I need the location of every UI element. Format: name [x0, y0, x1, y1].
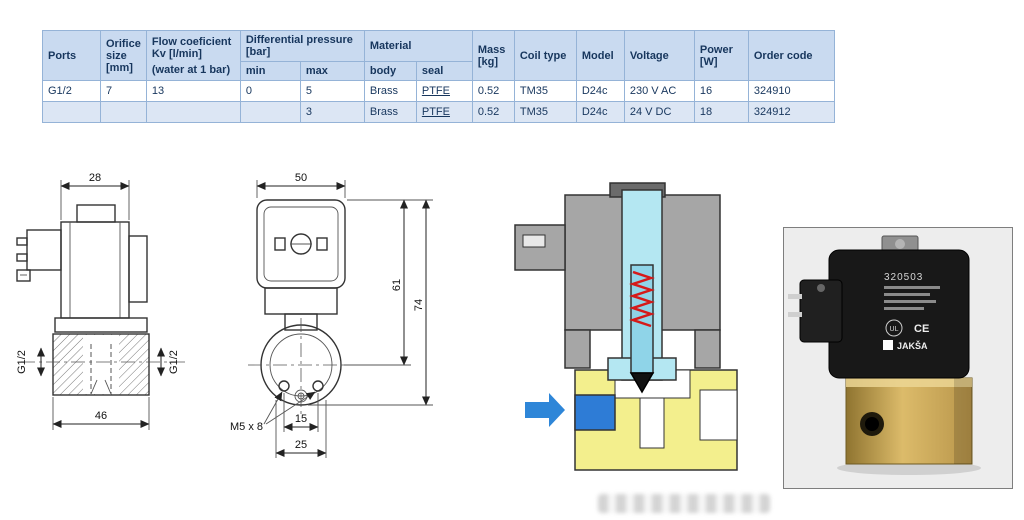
col-header-flow: Flow coeficient Kv [l/min] (water at 1 b…: [145, 30, 241, 81]
dim-label-coil-width: 28: [89, 172, 101, 184]
col-header-order-code: Order code: [747, 30, 835, 81]
side-view-drawing: 50 61: [230, 172, 433, 458]
spring-section: [629, 270, 655, 328]
product-photo: 320503 UL CE JAKŠA: [783, 227, 1013, 489]
plunger-seal-tip: [629, 372, 655, 394]
cell-mass: 0.52: [471, 101, 515, 123]
flow-header-note: (water at 1 bar): [151, 63, 231, 76]
cell-ports: [42, 101, 101, 123]
dim-label-top-width: 50: [295, 172, 307, 184]
spec-table: Ports Orifice size [mm] Flow coeficient …: [42, 30, 835, 123]
brand-logo-icon: [883, 340, 893, 350]
cell-max: 5: [299, 80, 365, 102]
solenoid-coil: 320503 UL CE JAKŠA: [788, 235, 970, 379]
brass-valve-block: [845, 377, 973, 465]
valve-body-circle: [248, 318, 358, 418]
cell-voltage: 230 V AC: [623, 80, 695, 102]
table-row: G1/2 7 13 0 5 Brass PTFE 0.52 TM35 D24c …: [42, 80, 835, 102]
dimension-top-width: 50: [256, 172, 346, 198]
col-header-mass: Mass [kg]: [471, 30, 515, 81]
port-left-label: G1/2: [16, 350, 28, 374]
col-header-material: Material: [363, 30, 473, 62]
ptfe-link[interactable]: PTFE: [421, 106, 450, 118]
coil-outline: [16, 204, 148, 319]
coil-connector: [799, 279, 843, 343]
cell-model: D24c: [575, 80, 625, 102]
dimension-body-width: 46: [52, 397, 150, 430]
cell-coil-type: TM35: [513, 101, 577, 123]
dimension-hole-spacing: 15: [283, 393, 319, 432]
cell-order-code: 324910: [747, 80, 835, 102]
cell-power: 16: [693, 80, 749, 102]
col-header-diff-pressure: Differential pressure [bar]: [239, 30, 365, 62]
col-header-ports: Ports: [42, 30, 101, 81]
dimension-coil-width: 28: [60, 172, 130, 220]
cell-flow: [145, 101, 241, 123]
cross-section-illustration: [514, 182, 738, 471]
dim-label-body-width: 46: [95, 410, 107, 422]
col-header-coil-type: Coil type: [513, 30, 577, 81]
thread-note-label: M5 x 8: [230, 421, 263, 433]
valve-body-outline: [21, 317, 185, 396]
col-header-seal: seal: [415, 61, 473, 81]
cell-seal: PTFE: [415, 80, 473, 102]
coil-label: 320503 UL CE JAKŠA: [883, 272, 940, 351]
table-row: 3 Brass PTFE 0.52 TM35 D24c 24 V DC 18 3…: [42, 101, 835, 123]
col-header-model: Model: [575, 30, 625, 81]
connector-pin: [788, 294, 802, 299]
valve-body-section: [574, 369, 738, 471]
cell-mass: 0.52: [471, 80, 515, 102]
cell-ports: G1/2: [42, 80, 101, 102]
coil-housing-section: [514, 182, 721, 369]
port-label-right: G1/2: [157, 347, 180, 377]
cell-min: [239, 101, 301, 123]
cell-order-code: 324912: [747, 101, 835, 123]
inlet-port: [574, 394, 616, 431]
coil-code-text: 320503: [884, 272, 923, 283]
cell-model: D24c: [575, 101, 625, 123]
ce-mark-text: CE: [914, 323, 929, 335]
col-header-voltage: Voltage: [623, 30, 695, 81]
ul-mark-text: UL: [890, 326, 899, 333]
cell-min: 0: [239, 80, 301, 102]
dimension-height-total: 74: [308, 199, 433, 406]
col-header-body: body: [363, 61, 417, 81]
front-view-drawing: 28 G1/2 G1/2: [16, 172, 185, 430]
product-photo-render: 320503 UL CE JAKŠA: [788, 235, 981, 475]
cell-seal: PTFE: [415, 101, 473, 123]
cell-max: 3: [299, 101, 365, 123]
col-header-min: min: [239, 61, 301, 81]
cell-body: Brass: [363, 101, 417, 123]
thread-callout: M5 x 8: [230, 391, 316, 433]
din-connector-top-view: [256, 199, 346, 289]
flow-arrow-icon: [525, 393, 565, 427]
cell-coil-type: TM35: [513, 80, 577, 102]
dim-label-base-width: 25: [295, 439, 307, 451]
cell-voltage: 24 V DC: [623, 101, 695, 123]
watermark-smudge: [598, 494, 770, 513]
cell-power: 18: [693, 101, 749, 123]
connector-pin: [788, 312, 802, 317]
ul-mark-icon: [885, 319, 903, 337]
col-header-max: max: [299, 61, 365, 81]
col-header-orifice: Orifice size [mm]: [100, 30, 147, 81]
cell-orifice: [100, 101, 147, 123]
ptfe-link[interactable]: PTFE: [421, 85, 450, 97]
port-right-label: G1/2: [168, 350, 180, 374]
dimension-base-width: 25: [275, 400, 327, 458]
col-header-power: Power [W]: [693, 30, 749, 81]
cell-flow: 13: [145, 80, 241, 102]
dim-label-height-to-axis: 61: [391, 279, 403, 291]
brand-text: JAKŠA: [897, 340, 928, 351]
dim-label-height-total: 74: [413, 299, 425, 311]
flow-header-label: Flow coeficient Kv [l/min]: [151, 35, 232, 60]
dimension-height-to-axis: 61: [344, 199, 433, 366]
cell-body: Brass: [363, 80, 417, 102]
cell-orifice: 7: [100, 80, 147, 102]
port-label-left: G1/2: [16, 347, 45, 377]
dim-label-hole-spacing: 15: [295, 413, 307, 425]
